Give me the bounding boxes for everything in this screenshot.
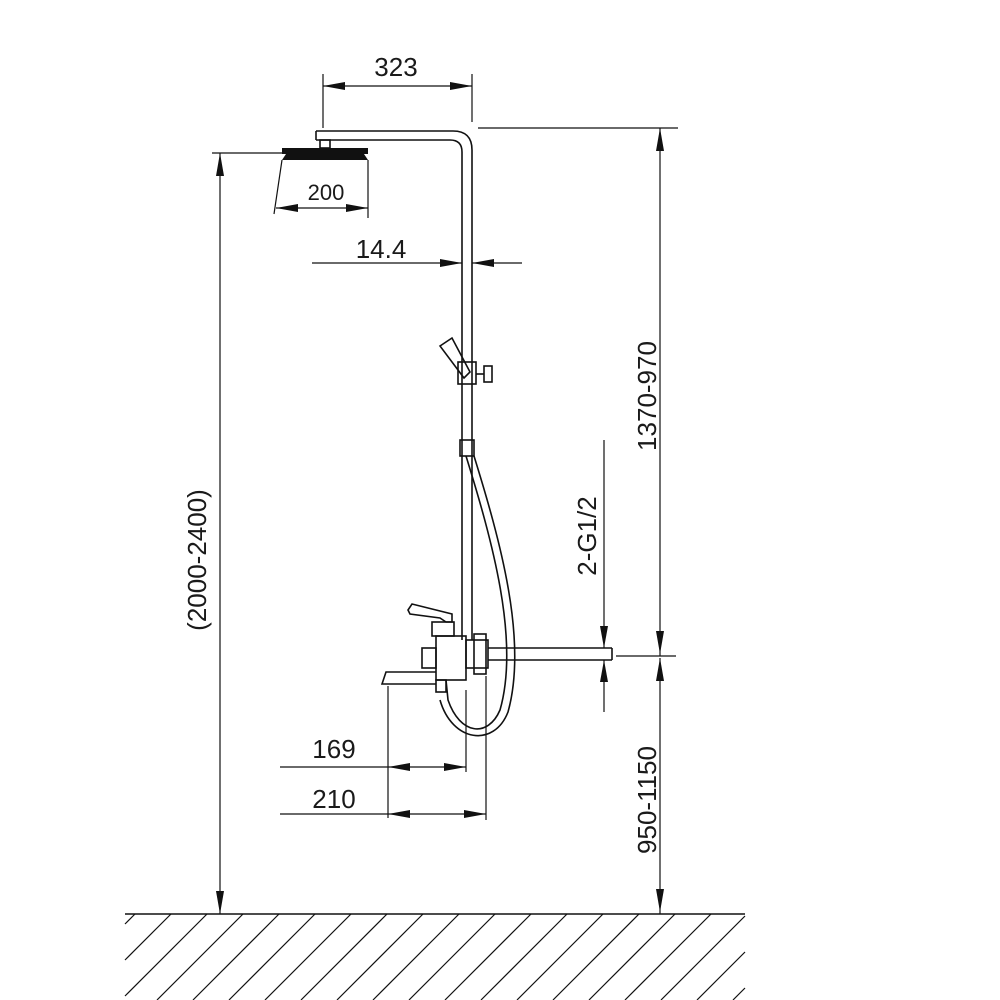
mixer-valve	[380, 603, 613, 693]
riser-assembly	[438, 336, 516, 737]
slider-knob	[483, 365, 493, 383]
floor-hatching	[124, 913, 746, 1000]
hatch-line	[124, 913, 208, 997]
hatch-line	[696, 951, 746, 1000]
shower-head	[282, 148, 368, 154]
hatch-line	[516, 913, 604, 1000]
hatch-line	[264, 913, 352, 1000]
mixer-body	[435, 635, 467, 681]
dimension-total-height: (2000-2400)	[182, 152, 282, 914]
shower-arm	[316, 130, 473, 340]
slider-bracket	[457, 361, 477, 385]
hatch-line	[156, 913, 244, 1000]
dimension-head-width: 200	[273, 159, 369, 218]
dim-mixer-height-label: 950-1150	[632, 746, 662, 854]
diverter-knob	[465, 639, 489, 669]
dim-rail-height-label: 1370-970	[632, 341, 662, 451]
hatch-line	[192, 913, 280, 1000]
dim-spout-reach-label: 169	[312, 734, 355, 764]
hatch-line	[624, 913, 712, 1000]
dim-head-width-label: 200	[308, 180, 345, 205]
shower-head-assembly	[282, 130, 473, 340]
hatch-line	[732, 987, 746, 1000]
dimension-rail-height: 1370-970	[478, 127, 678, 656]
hand-shower-hose	[445, 455, 508, 730]
hatch-line	[480, 913, 568, 1000]
shower-arm-inner	[316, 139, 463, 340]
hatch-line	[408, 913, 496, 1000]
dim-arm-reach-label: 323	[374, 52, 417, 82]
hatch-line	[444, 913, 532, 1000]
dimension-inlet-spec: 2-G1/2	[572, 440, 608, 712]
dimension-spout-reach: 169	[280, 686, 467, 818]
hatch-line	[228, 913, 316, 1000]
dim-mixer-reach-label: 210	[312, 784, 355, 814]
dim-pipe-offset-label: 14.4	[356, 234, 407, 264]
floor	[124, 913, 746, 1000]
hose-clip	[459, 439, 475, 457]
hatch-line	[124, 913, 172, 961]
hatch-line	[124, 913, 136, 925]
bath-spout	[380, 671, 436, 685]
hatch-line	[588, 913, 676, 1000]
hatch-line	[372, 913, 460, 1000]
dimension-mixer-height: 950-1150	[616, 655, 676, 914]
mixer-lever	[407, 603, 453, 623]
dim-inlet-spec-label: 2-G1/2	[572, 496, 602, 576]
dimension-pipe-offset: 14.4	[312, 234, 522, 267]
dimension-arm-reach: 323	[322, 52, 473, 128]
hand-shower	[438, 336, 471, 380]
head-connector	[319, 139, 331, 149]
hatch-line	[336, 913, 424, 1000]
dim-total-height-label: (2000-2400)	[182, 489, 212, 631]
hatch-line	[552, 913, 640, 1000]
hatch-line	[660, 915, 746, 1000]
hatch-line	[300, 913, 388, 1000]
dimension-mixer-reach: 210	[280, 676, 487, 820]
